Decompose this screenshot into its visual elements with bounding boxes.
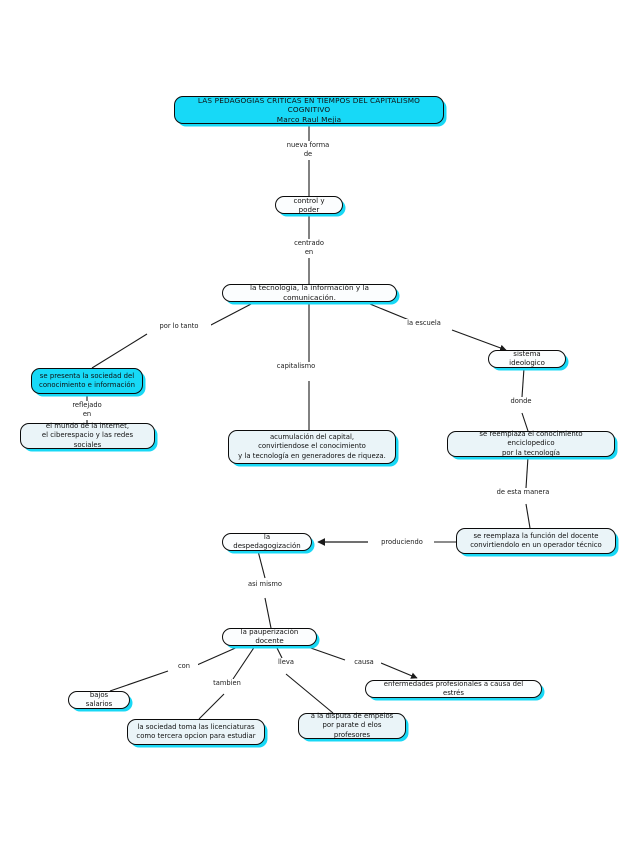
link-label-de-esta-manera[interactable]: de esta manera xyxy=(484,488,562,498)
node-acumulacion-del-capital-text: acumulación del capital, convirtiendose … xyxy=(238,433,386,460)
node-disputa-de-empleos-text: a la disputa de empelos por parate d elo… xyxy=(310,712,394,739)
node-licenciaturas-tercera-opcion-text: la sociedad toma las licenciaturas como … xyxy=(136,722,256,740)
link-tic-to-porlotanto xyxy=(208,301,256,327)
link-pauperizacion-to-lleva xyxy=(275,645,283,659)
node-despedagogizacion-text: la despedagogización xyxy=(233,532,301,550)
node-control-y-poder-text: control y poder xyxy=(293,195,325,214)
link-donde-to-enciclopedico xyxy=(521,412,529,432)
link-lleva-to-disputa xyxy=(285,673,334,714)
link-label-tambien[interactable]: tambien xyxy=(205,679,249,689)
node-disputa-de-empleos[interactable]: a la disputa de empelos por parate d elo… xyxy=(298,712,406,739)
link-label-nueva-forma-de[interactable]: nueva forma de xyxy=(270,141,346,160)
link-label-donde[interactable]: donde xyxy=(500,397,542,407)
link-label-capitalismo[interactable]: capitalismo xyxy=(263,362,329,372)
node-licenciaturas-tercera-opcion[interactable]: la sociedad toma las licenciaturas como … xyxy=(127,719,265,745)
link-label-con[interactable]: con xyxy=(170,662,198,672)
link-sistema-to-donde xyxy=(521,367,525,398)
link-con-to-bajos xyxy=(109,670,169,692)
link-tambien-to-licenciaturas xyxy=(198,693,225,720)
node-mundo-internet-ciberespacio-text: el mundo de la internet, el ciberespacio… xyxy=(41,422,134,449)
link-label-asi-mismo[interactable]: asi mismo xyxy=(238,580,292,590)
link-label-centrado-en[interactable]: centrado en xyxy=(278,239,340,258)
node-pauperizacion-docente-text: la pauperización docente xyxy=(240,627,299,645)
node-conocimiento-enciclopedico-text: se reemplaza el conocimiento enciclopedi… xyxy=(479,430,583,457)
link-pauperizacion-to-causa xyxy=(304,645,346,661)
node-bajos-salarios[interactable]: bajos salarios xyxy=(68,691,130,709)
node-tecnologia-informacion-comunicacion-text: la tecnología, la información y la comun… xyxy=(249,283,370,302)
node-sistema-ideologico[interactable]: sistema ideologico xyxy=(488,350,566,368)
node-title[interactable]: LAS PEDAGOGIAS CRITICAS EN TIEMPOS DEL C… xyxy=(174,96,444,124)
node-bajos-salarios-text: bajos salarios xyxy=(85,690,113,708)
node-tecnologia-informacion-comunicacion[interactable]: la tecnología, la información y la comun… xyxy=(222,283,397,302)
link-despedagogizacion-to-asimismo xyxy=(257,550,266,579)
link-label-por-lo-tanto[interactable]: por lo tanto xyxy=(147,322,211,332)
node-enfermedades-profesionales[interactable]: enfermedades profesionales a causa del e… xyxy=(365,680,542,698)
link-pauperizacion-to-tambien xyxy=(232,645,256,680)
node-control-y-poder[interactable]: control y poder xyxy=(275,196,343,214)
node-despedagogizacion[interactable]: la despedagogización xyxy=(222,533,312,551)
link-label-lleva[interactable]: lleva xyxy=(270,658,302,668)
link-label-la-escuela[interactable]: la escuela xyxy=(396,319,452,329)
node-enfermedades-profesionales-text: enfermedades profesionales a causa del e… xyxy=(383,679,524,697)
link-porlotanto-to-sociedad xyxy=(91,333,148,369)
node-funcion-del-docente[interactable]: se reemplaza la función del docente conv… xyxy=(456,528,616,554)
node-funcion-del-docente-text: se reemplaza la función del docente conv… xyxy=(470,531,602,549)
link-deestamanera-to-docente xyxy=(525,503,531,529)
link-causa-to-enfermedades xyxy=(380,662,418,679)
node-mundo-internet-ciberespacio[interactable]: el mundo de la internet, el ciberespacio… xyxy=(20,422,155,449)
node-sociedad-del-conocimiento-text: se presenta la sociedad del conocimiento… xyxy=(39,371,135,389)
link-asimismo-to-pauperizacion xyxy=(264,597,272,629)
link-label-causa[interactable]: causa xyxy=(347,658,381,668)
node-acumulacion-del-capital[interactable]: acumulación del capital, convirtiendose … xyxy=(228,430,396,464)
node-sociedad-del-conocimiento[interactable]: se presenta la sociedad del conocimiento… xyxy=(31,368,143,394)
node-pauperizacion-docente[interactable]: la pauperización docente xyxy=(222,628,317,646)
link-enciclopedico-to-deestamanera xyxy=(525,456,529,489)
node-sistema-ideologico-text: sistema ideologico xyxy=(509,349,545,367)
node-title-text: LAS PEDAGOGIAS CRITICAS EN TIEMPOS DEL C… xyxy=(197,95,421,124)
link-label-produciendo[interactable]: produciendo xyxy=(370,538,434,548)
link-laescuela-to-sistema xyxy=(451,329,507,352)
node-conocimiento-enciclopedico[interactable]: se reemplaza el conocimiento enciclopedi… xyxy=(447,430,615,457)
link-pauperizacion-to-con xyxy=(196,645,241,666)
link-label-reflejado-en[interactable]: reflejado en xyxy=(58,401,116,420)
